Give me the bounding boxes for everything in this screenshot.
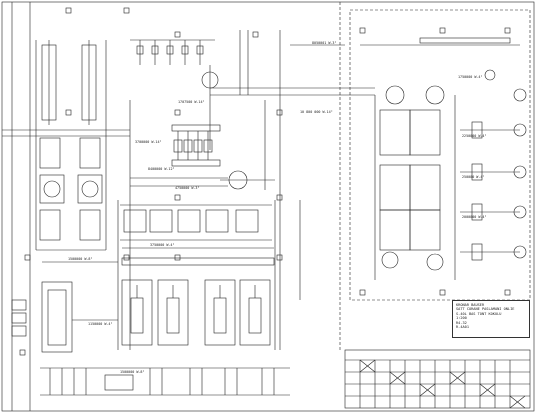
title-line-6: R-4A01 xyxy=(456,325,469,330)
line-label-11: 2250000 W-4" xyxy=(462,134,487,138)
line-label-9: 1150000 W-4" xyxy=(88,322,113,326)
line-label-14: 1500000 W-8" xyxy=(120,370,145,374)
line-label-3: 10 800 000 W-14" xyxy=(300,110,333,114)
reactor-area xyxy=(345,37,527,280)
title-block: KRONAR BAUSER SATT CORANE PASLAMANI ONLI… xyxy=(452,300,530,338)
middle-manifold xyxy=(130,100,275,190)
line-label-2: 1707500 W-14" xyxy=(178,100,205,104)
bottom-pump-row xyxy=(40,367,290,396)
lower-vessels xyxy=(121,279,271,346)
line-label-group: 8050001 W-3" 1707500 W-14" 10 800 000 W-… xyxy=(68,41,487,374)
line-label-7: 3750000 W-4" xyxy=(150,243,175,247)
line-label-8: 1500000 W-8" xyxy=(68,257,93,261)
line-label-12: 250000 W-4" xyxy=(462,175,484,179)
foundation-grid xyxy=(344,349,531,409)
legend-boxes xyxy=(11,299,27,337)
title-line-4: 1:200 xyxy=(456,316,467,321)
storage-tank xyxy=(41,261,118,353)
pump-column-left xyxy=(35,40,107,251)
title-line-3: S-40L BAS TONT KOKULU xyxy=(456,311,502,316)
column-markers xyxy=(19,7,511,356)
title-line-5: R4-32 xyxy=(456,320,467,325)
line-label-6: 4750000 W-3" xyxy=(175,186,200,190)
title-line-1: KRONAR BAUSER xyxy=(456,303,485,307)
line-label-13: 2000000 W-4" xyxy=(462,215,487,219)
filter-bank xyxy=(117,200,276,350)
line-label-4: 3700000 W-14" xyxy=(135,140,162,144)
title-line-2: SATT CORANE PASLAMANI ONLIE xyxy=(456,307,515,312)
line-label-5: 8400000 W-12" xyxy=(148,167,175,171)
line-label-10: 1750000 W-4" xyxy=(458,75,483,79)
building-outline xyxy=(339,2,531,350)
top-distributor xyxy=(130,30,345,150)
line-label-1: 8050001 W-3" xyxy=(312,41,337,45)
